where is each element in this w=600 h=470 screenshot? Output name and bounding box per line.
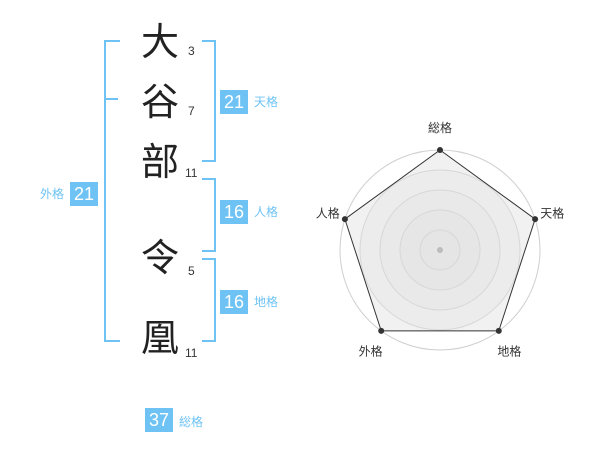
radar-point-4 bbox=[341, 216, 348, 223]
radar-center-dot bbox=[437, 247, 443, 253]
jinkaku-label: 人格 bbox=[254, 205, 279, 219]
radar-axis-label-4: 人格 bbox=[316, 206, 340, 221]
tenkaku-label: 天格 bbox=[254, 95, 279, 109]
chikaku-label: 地格 bbox=[254, 295, 279, 309]
soukaku-label: 総格 bbox=[179, 415, 204, 429]
chikaku-value: 16 bbox=[220, 290, 249, 314]
radar-axis-label-3: 外格 bbox=[359, 343, 383, 358]
stroke-count-5: 11 bbox=[185, 346, 198, 360]
radar-data-polygon bbox=[344, 149, 536, 332]
radar-axis-label-2: 地格 bbox=[497, 343, 521, 358]
name-char-2: 谷 bbox=[140, 80, 179, 124]
gaikaku-bracket bbox=[104, 40, 120, 342]
name-char-4: 令 bbox=[140, 236, 179, 280]
name-char-1: 大 bbox=[140, 20, 179, 64]
tenkaku-bracket bbox=[202, 40, 216, 162]
radar-axis-label-1: 天格 bbox=[540, 206, 564, 221]
radar-point-1 bbox=[532, 216, 539, 223]
soukaku-value: 37 bbox=[145, 408, 174, 432]
chikaku-bracket bbox=[202, 258, 216, 342]
gaikaku-label: 外格 bbox=[40, 187, 65, 201]
stroke-count-3: 11 bbox=[185, 166, 198, 180]
jinkaku-bracket bbox=[202, 178, 216, 252]
name-char-3: 部 bbox=[140, 140, 179, 184]
stroke-count-4: 5 bbox=[188, 264, 195, 278]
radar-point-0 bbox=[437, 147, 443, 153]
jinkaku-value: 16 bbox=[220, 200, 249, 224]
radar-point-3 bbox=[378, 327, 385, 334]
tenkaku-value: 21 bbox=[220, 90, 249, 114]
stroke-count-2: 7 bbox=[188, 104, 195, 118]
radar-points bbox=[341, 147, 539, 334]
gaikaku-value: 21 bbox=[70, 182, 99, 206]
name-char-5: 凰 bbox=[140, 316, 179, 360]
stroke-count-1: 3 bbox=[188, 44, 195, 58]
radar-axis-label-0: 総格 bbox=[428, 120, 452, 135]
radar-point-2 bbox=[495, 327, 502, 334]
gaikaku-bracket-tick bbox=[104, 98, 118, 100]
